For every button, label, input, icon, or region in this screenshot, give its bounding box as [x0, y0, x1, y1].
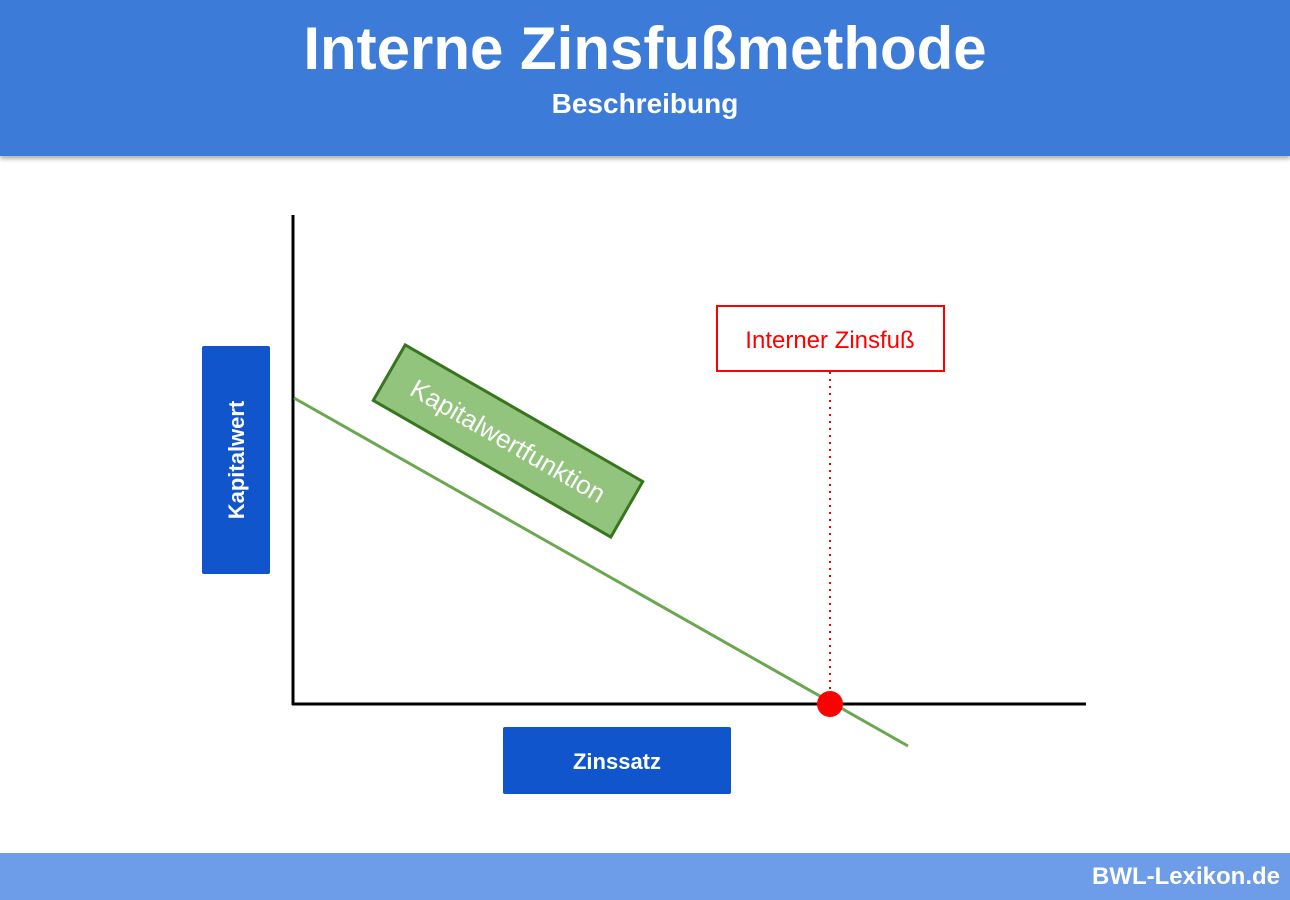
- irr-point: [817, 691, 843, 717]
- y-axis-label-box: Kapitalwert: [202, 346, 270, 574]
- footer-brand: BWL-Lexikon.de: [1091, 863, 1280, 890]
- x-axis-label-box: Zinssatz: [503, 727, 731, 794]
- curve-label: Kapitalwertfunktion: [405, 373, 610, 509]
- irr-label-box: Interner Zinsfuß: [716, 305, 945, 372]
- npv-curve: [293, 396, 909, 748]
- y-axis-label: Kapitalwert: [224, 400, 249, 519]
- x-axis-label: Zinssatz: [573, 749, 661, 774]
- page-subtitle: Beschreibung: [551, 88, 739, 119]
- footer-bar: BWL-Lexikon.de: [0, 853, 1290, 900]
- page-title: Interne Zinsfußmethode: [303, 15, 987, 82]
- irr-label: Interner Zinsfuß: [745, 327, 914, 354]
- curve-label-box: Kapitalwertfunktion: [371, 342, 645, 540]
- header-banner: Interne Zinsfußmethode Beschreibung: [0, 0, 1290, 156]
